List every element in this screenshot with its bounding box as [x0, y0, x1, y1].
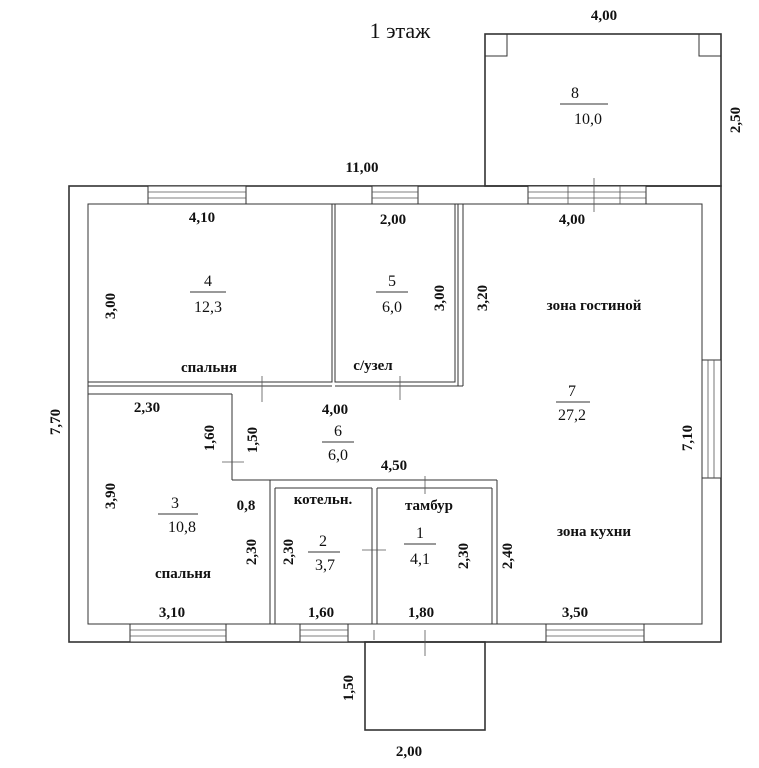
room-4-label: 4 12,3 спальня	[181, 273, 237, 376]
room-7-label: зона гостиной 7 27,2 зона кухни	[547, 298, 642, 540]
window	[701, 359, 722, 479]
room-area: 6,0	[382, 299, 402, 316]
floor-title: 1 этаж	[370, 18, 432, 43]
interior-walls	[87, 203, 498, 624]
dimension-label: 3,00	[432, 285, 448, 311]
dimension-label: 2,30	[244, 539, 260, 565]
dimension-label: 1,80	[408, 605, 434, 621]
dimension-label: 1,50	[341, 675, 357, 701]
room-number: 1	[416, 525, 424, 542]
dimension-label: 4,00	[591, 8, 617, 24]
dimension-label: 2,30	[134, 400, 160, 416]
dimension-label: 1,60	[202, 425, 218, 451]
room-name: спальня	[181, 360, 237, 376]
room-number: 5	[388, 273, 396, 290]
dimension-label: 2,00	[396, 744, 422, 760]
room-8-label: 8 10,0	[560, 85, 608, 128]
dimension-label: 1,60	[308, 605, 334, 621]
room-name: спальня	[155, 566, 211, 582]
dimensions-vertical: 2,50 7,70 3,00 3,00 3,20 7,10 1,60 1,50 …	[48, 107, 744, 701]
dimension-label: 4,50	[381, 458, 407, 474]
room-3-label: 3 10,8 спальня	[155, 495, 211, 582]
room-area: 10,0	[574, 111, 602, 128]
dimension-label: 1,50	[245, 427, 261, 453]
dimensions-horizontal: 4,00 11,00 4,10 2,00 4,00 2,30 4,00 4,50…	[134, 8, 617, 760]
dimension-label: 0,8	[237, 498, 256, 514]
zone-name: зона кухни	[557, 524, 631, 540]
door-marks	[222, 376, 426, 656]
zone-name: зона гостиной	[547, 298, 642, 314]
dimension-label: 4,00	[322, 402, 348, 418]
room-2-label: котельн. 2 3,7	[294, 492, 353, 574]
dimension-label: 3,00	[103, 293, 119, 319]
dimension-label: 11,00	[346, 160, 379, 176]
dimension-label: 3,20	[475, 285, 491, 311]
room-area: 12,3	[194, 299, 222, 316]
dimension-label: 3,50	[562, 605, 588, 621]
dimension-label: 3,10	[159, 605, 185, 621]
window	[545, 623, 645, 643]
room-name: с/узел	[353, 358, 393, 374]
room-name: тамбур	[405, 498, 453, 514]
room-area: 10,8	[168, 519, 196, 536]
room-area: 27,2	[558, 407, 586, 424]
room-area: 4,1	[410, 551, 430, 568]
dimension-label: 4,10	[189, 210, 215, 226]
dimension-label: 7,10	[680, 425, 696, 451]
dimension-label: 3,90	[103, 483, 119, 509]
room-6-label: 6 6,0	[322, 423, 354, 464]
dimension-label: 2,30	[281, 539, 297, 565]
room-number: 3	[171, 495, 179, 512]
window	[527, 178, 647, 212]
room-number: 8	[571, 85, 579, 102]
room-area: 3,7	[315, 557, 335, 574]
dimension-label: 2,00	[380, 212, 406, 228]
windows	[129, 178, 722, 643]
terrace-post	[484, 33, 508, 57]
room-1-label: тамбур 1 4,1	[404, 498, 453, 568]
dimension-label: 2,40	[500, 543, 516, 569]
room-5-label: 5 6,0 с/узел	[353, 273, 408, 374]
terrace-post	[698, 33, 722, 57]
room-name: котельн.	[294, 492, 353, 508]
window	[371, 185, 419, 205]
room-area: 6,0	[328, 447, 348, 464]
room-number: 4	[204, 273, 212, 290]
window	[299, 623, 349, 643]
room-number: 7	[568, 383, 576, 400]
dimension-label: 2,50	[728, 107, 744, 133]
window	[129, 623, 227, 643]
room-number: 6	[334, 423, 342, 440]
dimension-label: 7,70	[48, 409, 64, 435]
dimension-label: 4,00	[559, 212, 585, 228]
terrace	[484, 33, 722, 187]
dimension-label: 2,30	[456, 543, 472, 569]
room-number: 2	[319, 533, 327, 550]
window	[147, 185, 247, 205]
